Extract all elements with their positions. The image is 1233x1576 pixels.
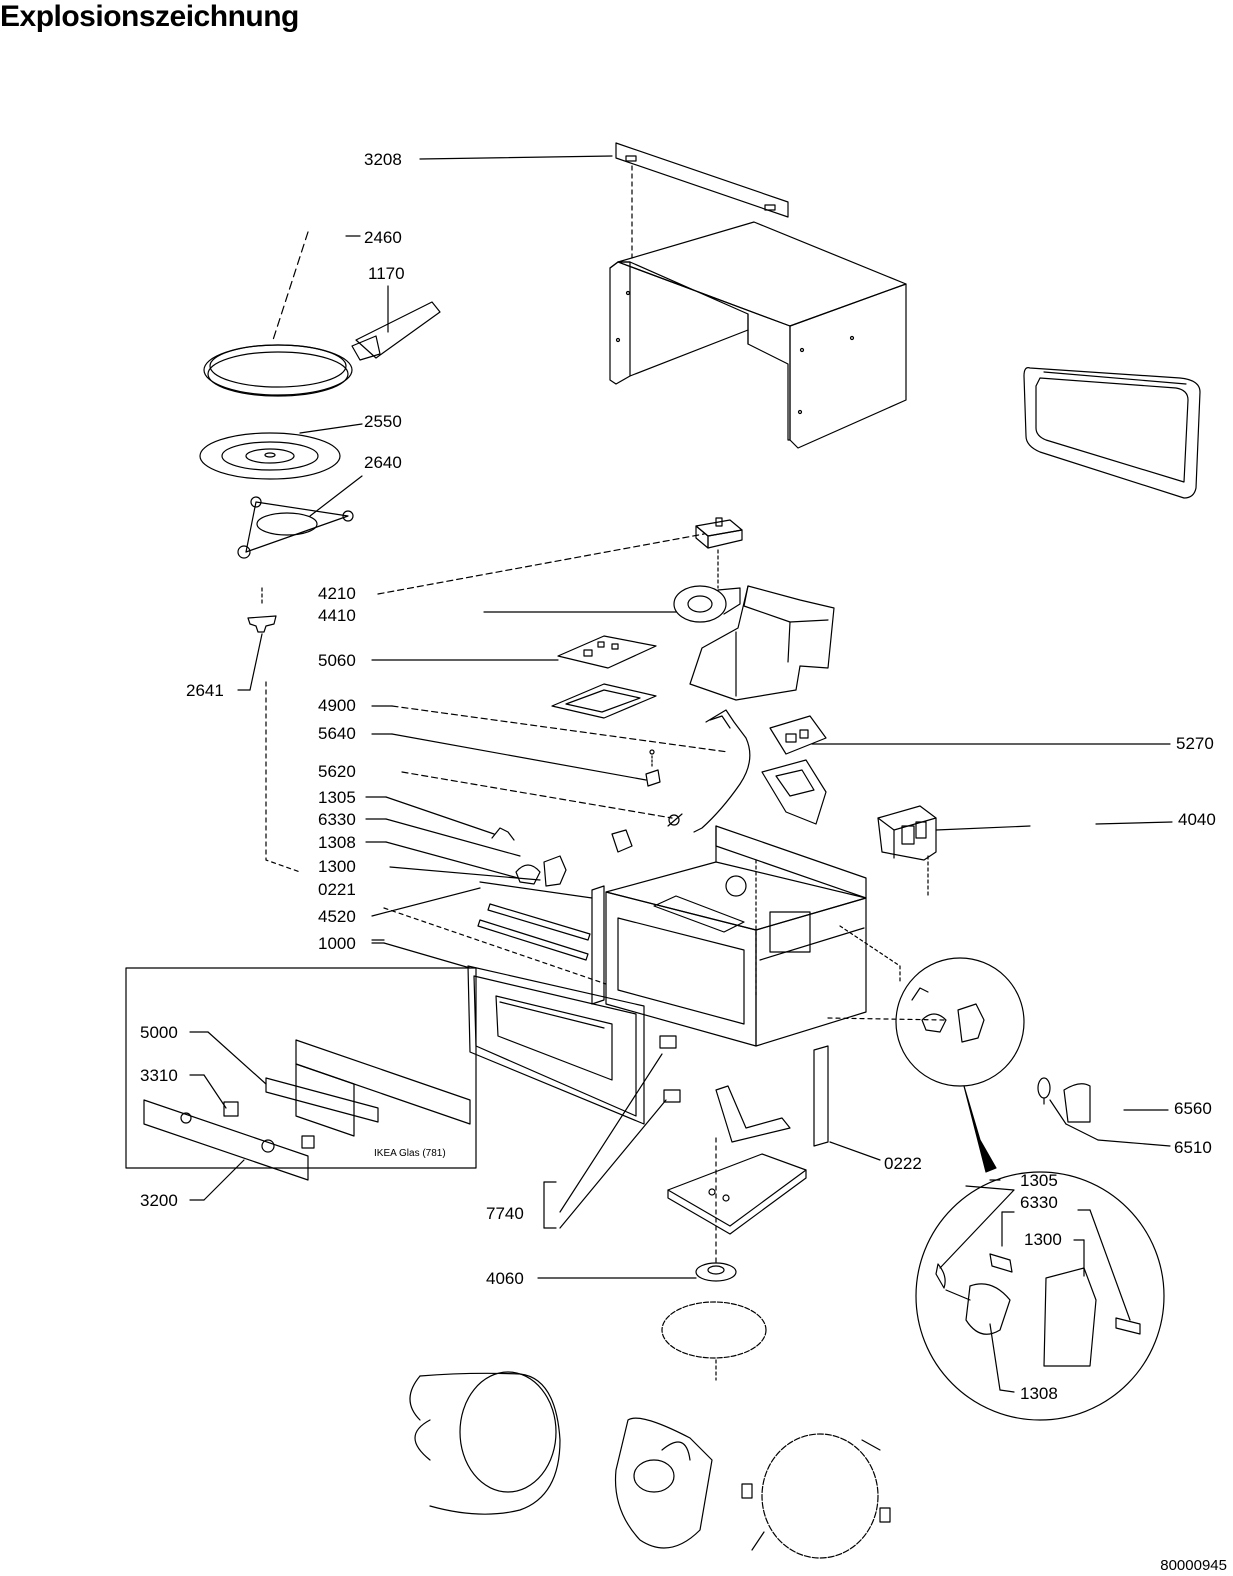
capacitor-bracket: [762, 760, 826, 824]
part-label: 4040: [1178, 810, 1216, 829]
hinge-parts: [660, 1036, 790, 1142]
part-label: 1308: [318, 833, 356, 852]
part-label: 4520: [318, 907, 356, 926]
door-gasket: [1024, 368, 1200, 498]
part-label: 2641: [186, 681, 224, 700]
base-plate: [668, 1154, 806, 1234]
fan-motor-4410: [674, 586, 740, 622]
stirrer-blade-1170: [352, 286, 440, 360]
part-label: 1000: [318, 934, 356, 953]
display-frame: [552, 684, 656, 718]
part-label: 0222: [884, 1154, 922, 1173]
switch-bracket-4210: [696, 518, 742, 548]
part-label: 4900: [318, 696, 356, 715]
roller-guide: [200, 433, 340, 479]
part-label: 5620: [318, 762, 356, 781]
part-label: 1170: [368, 264, 405, 283]
detail-label: 1305: [1020, 1171, 1058, 1190]
power-cord-4900: [694, 710, 750, 832]
part-label: 4210: [318, 584, 356, 603]
part-label: 4410: [318, 606, 356, 625]
relay-5270: [770, 716, 826, 754]
coupler-2641: [248, 616, 276, 632]
control-panel-inset: [126, 968, 476, 1180]
part-label: 5000: [140, 1023, 178, 1042]
lamp-6510: [1038, 1078, 1050, 1104]
part-label: 2640: [364, 453, 402, 472]
part-label: 1300: [318, 857, 356, 876]
part-label: 6510: [1174, 1138, 1212, 1157]
part-label: 6560: [1174, 1099, 1212, 1118]
part-label: 7740: [486, 1204, 524, 1223]
inset-note: IKEA Glas (781): [374, 1148, 446, 1159]
document-number: 80000945: [1160, 1557, 1227, 1574]
control-board-5060: [558, 636, 656, 668]
hand-illustration: [410, 1372, 560, 1514]
heater-rods-4520: [478, 904, 590, 960]
detail-circle-large: [916, 1172, 1164, 1420]
detail-label: 1308: [1020, 1384, 1058, 1403]
cover-strip: [616, 143, 788, 217]
motor-housing: [616, 1418, 713, 1548]
air-duct: [690, 586, 834, 700]
part-label: 5640: [318, 724, 356, 743]
page-title: Explosionszeichnung: [0, 0, 299, 33]
part-label: 3208: [364, 150, 402, 169]
turntable-motor-4060: [696, 1263, 736, 1281]
part-label: 0221: [318, 880, 356, 899]
part-label: 2550: [364, 412, 402, 431]
part-label: 2460: [364, 228, 402, 247]
turntable-plate: [204, 345, 352, 396]
part-label: 5270: [1176, 734, 1214, 753]
cover-plate: [742, 1434, 890, 1558]
thermostat-5620: [668, 814, 682, 826]
outer-casing: [610, 222, 906, 448]
roller-ring: [238, 497, 353, 558]
transformer-4040: [878, 806, 936, 860]
lower-bracket-0222: [814, 1046, 828, 1146]
part-label: 6330: [318, 810, 356, 829]
part-label: 1305: [318, 788, 356, 807]
oven-cavity: [606, 826, 866, 1046]
lamp-cover-6560: [1064, 1084, 1090, 1122]
door-switch-group: [492, 828, 632, 886]
fuse-5640: [646, 750, 660, 786]
door-1000: [468, 966, 644, 1124]
part-label: 4060: [486, 1269, 524, 1288]
part-label: 3310: [140, 1066, 178, 1085]
door-frame-0221: [592, 886, 604, 1004]
detail-label: 6330: [1020, 1193, 1058, 1212]
motor-gasket: [662, 1302, 766, 1358]
detail-circle-small: [896, 958, 1024, 1086]
detail-label: 1300: [1024, 1230, 1062, 1249]
part-label: 3200: [140, 1191, 178, 1210]
part-label: 5060: [318, 651, 356, 670]
